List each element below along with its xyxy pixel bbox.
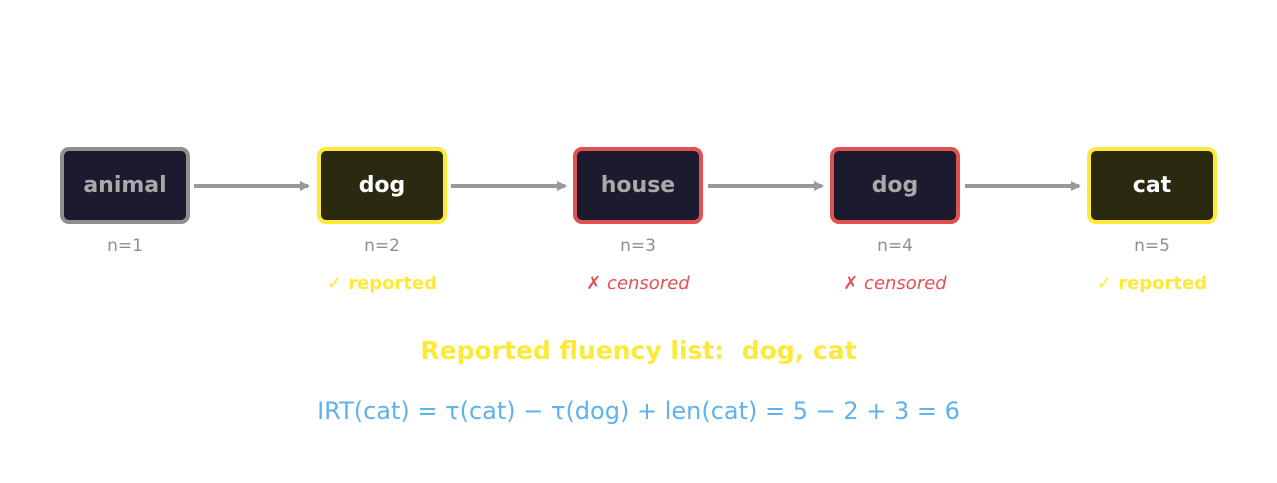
node-4-status: ✗ censored bbox=[843, 273, 947, 294]
node-1-index: n=1 bbox=[107, 236, 143, 256]
node-2-status: ✓ reported bbox=[326, 273, 438, 294]
node-2-index: n=2 bbox=[364, 236, 400, 256]
node-4-dog: dog bbox=[830, 147, 960, 224]
node-5-word: cat bbox=[1132, 173, 1172, 198]
node-5-cat: cat bbox=[1087, 147, 1217, 224]
node-3-index: n=3 bbox=[620, 236, 656, 256]
node-3-status: ✗ censored bbox=[586, 273, 690, 294]
reported-list-summary: Reported fluency list: dog, cat bbox=[420, 336, 857, 365]
node-1-animal: animal bbox=[60, 147, 190, 224]
node-5-index: n=5 bbox=[1134, 236, 1170, 256]
node-2-dog: dog bbox=[317, 147, 447, 224]
node-4-index: n=4 bbox=[877, 236, 913, 256]
node-1-word: animal bbox=[83, 173, 167, 198]
node-5-status: ✓ reported bbox=[1096, 273, 1208, 294]
irt-formula: IRT(cat) = τ(cat) − τ(dog) + len(cat) = … bbox=[317, 397, 960, 425]
node-2-word: dog bbox=[358, 173, 406, 198]
node-3-word: house bbox=[600, 173, 676, 198]
node-4-word: dog bbox=[871, 173, 919, 198]
node-3-house: house bbox=[573, 147, 703, 224]
